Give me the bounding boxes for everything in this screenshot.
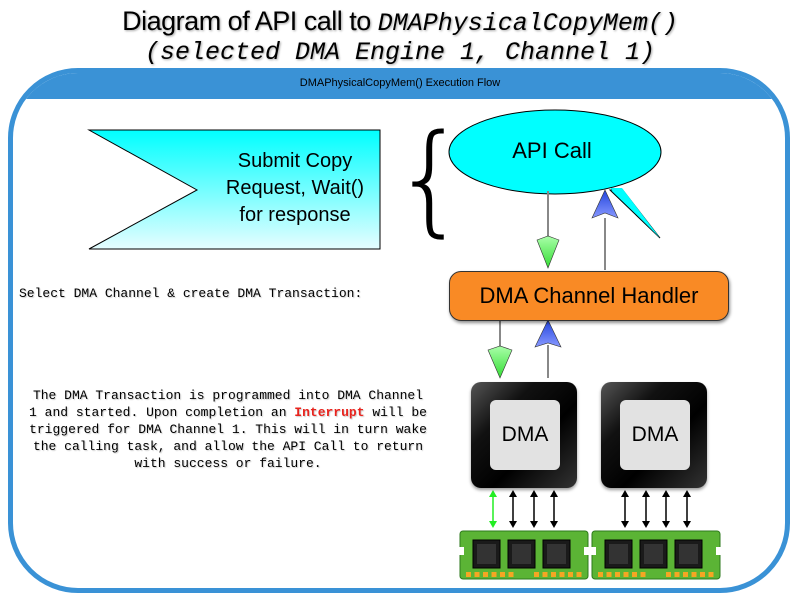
frame-header-band	[13, 73, 785, 99]
response-up-arrow	[591, 189, 619, 270]
submit-request-text: Submit Copy Request, Wait() for response	[200, 148, 390, 229]
ram-module-2	[591, 530, 721, 580]
selected-channel-bus-arrow	[489, 490, 497, 528]
bus-arrow	[683, 490, 691, 528]
flag-line-1: Submit Copy	[237, 150, 353, 172]
diagram-title-line2: (selected DMA Engine 1, Channel 1)	[144, 38, 656, 67]
title-function-name: DMAPhysicalCopyMem()	[377, 9, 678, 38]
bus-arrow	[662, 490, 670, 528]
curly-brace: {	[392, 110, 469, 249]
description-text-2: will be triggered for DMA Channel 1. Thi…	[29, 405, 427, 471]
interrupt-highlight: Interrupt	[294, 405, 365, 420]
select-channel-label: Select DMA Channel & create DMA Transact…	[19, 286, 363, 301]
bus-arrow	[642, 490, 650, 528]
api-call-label: API Call	[512, 138, 592, 163]
frame-title: DMAPhysicalCopyMem() Execution Flow	[299, 77, 501, 89]
bus-arrow	[621, 490, 629, 528]
dma-transaction-description: The DMA Transaction is programmed into D…	[28, 387, 428, 472]
dma-engine-2-label: DMA	[620, 400, 690, 470]
bus-arrow	[550, 490, 558, 528]
flag-line-3: for response	[239, 204, 351, 226]
dma-engine-2: DMA	[601, 382, 707, 488]
dma-engine-1: DMA	[471, 382, 577, 488]
dma-engine-1-label: DMA	[490, 400, 560, 470]
flag-line-2: Request, Wait()	[225, 177, 365, 199]
handler-label: DMA Channel Handler	[479, 283, 699, 308]
api-call-bubble	[448, 109, 662, 239]
title-prefix: Diagram of API call to	[122, 6, 378, 36]
bus-arrow	[509, 490, 517, 528]
submit-request-flag	[87, 129, 381, 250]
interrupt-up-arrow	[534, 319, 562, 378]
ram-module-1	[459, 530, 589, 580]
dma-channel-handler: DMA Channel Handler	[449, 271, 729, 321]
bus-arrow	[530, 490, 538, 528]
program-down-arrow	[487, 320, 513, 379]
diagram-title-line1: Diagram of API call to DMAPhysicalCopyMe…	[0, 6, 800, 38]
bus-arrows	[489, 490, 691, 528]
request-down-arrow	[536, 191, 560, 269]
description-text-1: The DMA Transaction is programmed into D…	[29, 388, 424, 420]
